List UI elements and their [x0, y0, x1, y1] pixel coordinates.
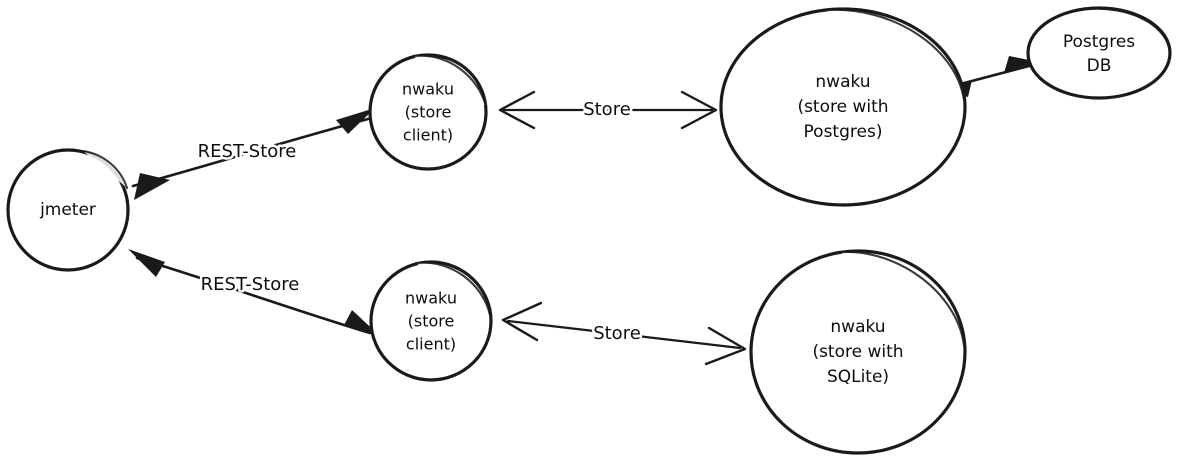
- node-label-line-3: Postgres): [804, 122, 883, 142]
- node-label-jmeter: jmeter: [39, 200, 96, 220]
- node-outline-sketch: [81, 149, 129, 190]
- node-label-line-1: nwaku: [830, 317, 885, 337]
- node-nwaku-store-client-top[interactable]: nwaku (store client): [368, 53, 488, 171]
- node-outline-sketch: [411, 54, 488, 108]
- arrow-head-left: [134, 173, 170, 200]
- edge-line: [135, 256, 372, 335]
- node-outline-sketch: [838, 250, 966, 347]
- edge-jmeter-to-store-client-top[interactable]: REST-Store: [131, 108, 375, 200]
- node-label-line-1: nwaku: [405, 289, 457, 308]
- arrow-head-left: [128, 249, 165, 277]
- node-label-line-1: nwaku: [815, 72, 870, 92]
- node-outline-sketch: [824, 8, 966, 102]
- node-label-line-3: client): [406, 335, 456, 354]
- edge-line: [506, 319, 742, 350]
- edge-label-store-bottom: Store: [593, 323, 641, 344]
- arrow-head-right: [336, 108, 375, 134]
- node-nwaku-store-postgres[interactable]: nwaku (store with Postgres): [719, 7, 967, 207]
- node-label-line-3: SQLite): [827, 367, 889, 387]
- node-nwaku-store-client-bottom[interactable]: nwaku (store client): [369, 260, 493, 382]
- node-label-line-3: client): [403, 126, 453, 145]
- arrow-head-left: [501, 301, 543, 342]
- node-label-line-2: DB: [1087, 56, 1112, 76]
- edge-label-rest-store-top: REST-Store: [198, 141, 297, 162]
- node-nwaku-store-sqlite[interactable]: nwaku (store with SQLite): [749, 249, 967, 455]
- node-label-line-1: nwaku: [402, 80, 454, 99]
- node-label-line-2: (store with: [812, 342, 903, 362]
- node-label-line-2: (store: [408, 312, 455, 331]
- node-outline-sketch: [414, 261, 492, 317]
- arrow-head-left: [498, 90, 536, 130]
- node-outline-sketch: [1087, 7, 1171, 50]
- edge-jmeter-to-store-client-bottom[interactable]: REST-Store: [128, 249, 381, 337]
- edge-store-client-bottom-to-sqlite-node[interactable]: Store: [501, 301, 747, 366]
- edge-label-rest-store-bottom: REST-Store: [201, 274, 300, 295]
- node-label-line-2: (store: [405, 103, 452, 122]
- arrow-head-right: [704, 326, 747, 366]
- node-label-line-1: Postgres: [1063, 32, 1135, 52]
- edge-store-client-top-to-postgres-node[interactable]: Store: [498, 90, 718, 130]
- node-postgres-db[interactable]: Postgres DB: [1026, 6, 1172, 100]
- node-label-line-2: (store with: [797, 97, 888, 117]
- edge-label-store-top: Store: [583, 99, 631, 120]
- arrow-head-right: [680, 90, 718, 130]
- node-jmeter[interactable]: jmeter: [6, 148, 130, 272]
